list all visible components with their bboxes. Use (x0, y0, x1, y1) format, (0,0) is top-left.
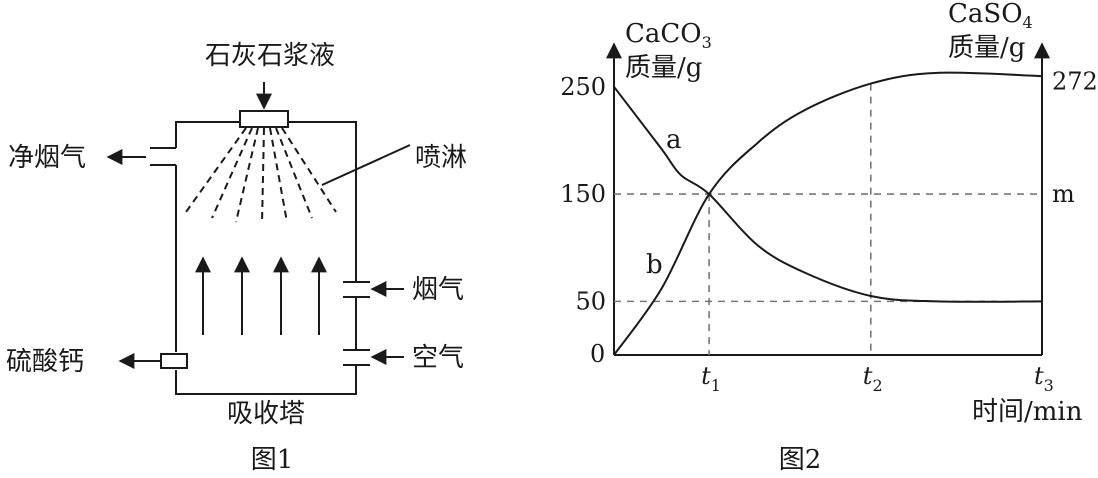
figure2-caption: 图2 (779, 445, 822, 475)
air-label: 空气 (412, 343, 464, 373)
flue-gas-label: 烟气 (412, 275, 464, 305)
right-axis-title: CaSO4 (948, 0, 1033, 32)
left-tick-250: 250 (560, 73, 606, 101)
right-axis-unit: 质量/g (948, 33, 1025, 63)
x-axis-title: 时间/min (972, 397, 1083, 427)
gypsum-label: 硫酸钙 (6, 347, 84, 377)
curves (613, 71, 1043, 356)
x-tick-t3: t3 (1034, 362, 1054, 395)
spray-lines (185, 127, 337, 225)
origin-label: 0 (590, 340, 605, 368)
x-tick-t2: t2 (863, 362, 883, 395)
gypsum-outlet (160, 353, 188, 369)
right-tick-272: 272 (1052, 67, 1098, 95)
figure1-absorption-tower: 石灰石浆液 净烟气 喷淋 烟气 空气 硫酸钙 吸收塔 图1 (6, 41, 467, 475)
spray-label: 喷淋 (415, 143, 467, 173)
left-axis-title: CaCO3 (625, 19, 712, 52)
spray-leader-line (321, 144, 411, 186)
x-tick-t1: t1 (701, 362, 721, 395)
right-tick-m: m (1052, 180, 1075, 208)
spray-nozzle (239, 110, 289, 128)
tower-outline (175, 121, 357, 395)
curve-b-label: b (646, 250, 663, 280)
gas-flow-arrows (195, 256, 327, 335)
left-tick-150: 150 (560, 180, 606, 208)
slurry-label: 石灰石浆液 (205, 41, 335, 71)
figure2-chart: 250 150 50 272 m t1 t2 t3 CaCO3 质量/g CaSO4 质量/g… (560, 0, 1098, 475)
figure1-caption: 图1 (251, 445, 294, 475)
left-tick-50: 50 (575, 287, 606, 315)
tower-label: 吸收塔 (227, 399, 305, 429)
left-axis-unit: 质量/g (625, 53, 702, 83)
tick-labels: 250 150 50 272 m t1 t2 t3 (560, 67, 1098, 395)
curve-b (613, 71, 1043, 356)
clean-gas-label: 净烟气 (8, 143, 86, 173)
curve-a (613, 86, 1043, 303)
curve-a-label: a (666, 125, 682, 155)
